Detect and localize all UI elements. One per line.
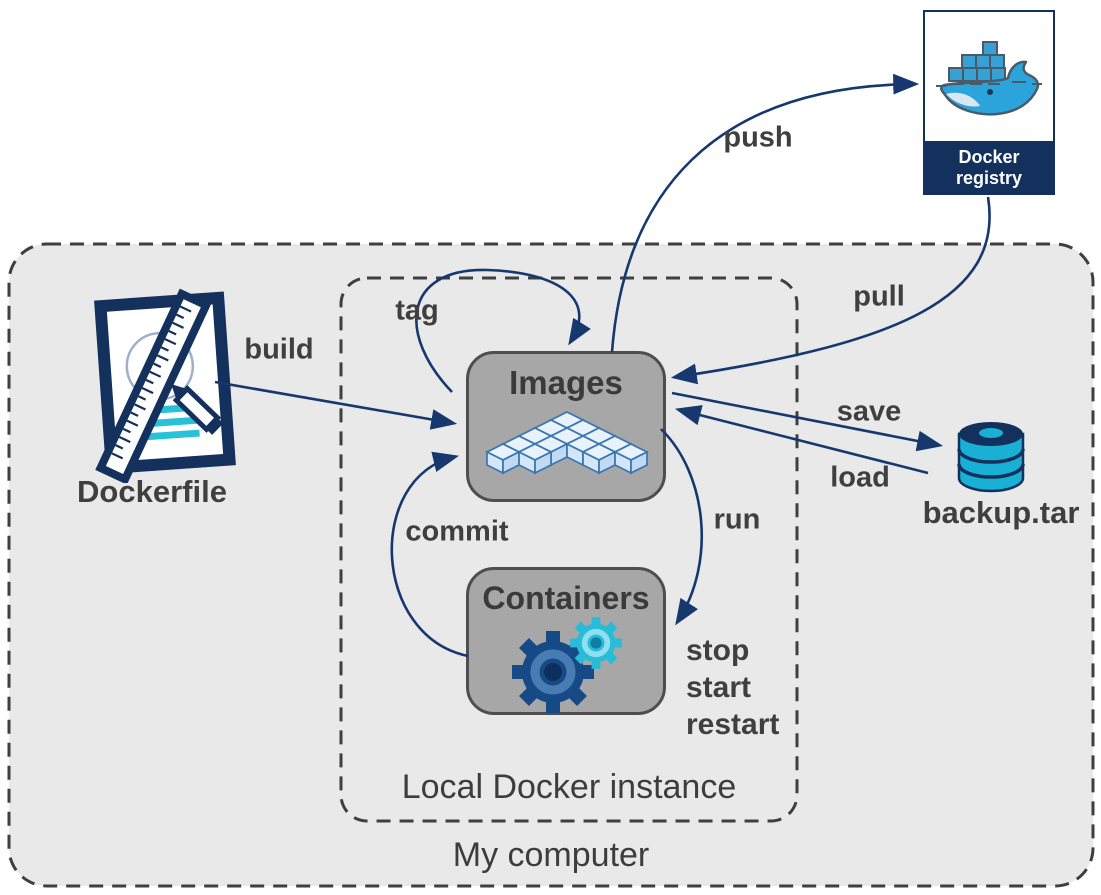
backup-database-icon <box>957 422 1025 493</box>
containers-node-title: Containers <box>482 580 650 616</box>
cyan-gear-icon <box>570 617 622 669</box>
pull-arrow-label: pull <box>853 280 905 313</box>
run-arrow-label: run <box>713 503 761 536</box>
push-arrow-label: push <box>723 121 793 154</box>
dockerfile-label: Dockerfile <box>77 474 227 509</box>
images-node-title: Images <box>509 364 623 401</box>
start-label: start <box>686 671 752 704</box>
stop-label: stop <box>686 634 750 667</box>
pen-icon <box>171 384 224 435</box>
navy-gear-icon <box>512 631 594 713</box>
build-arrow-label: build <box>244 333 314 366</box>
images-cubes-icon <box>486 411 648 474</box>
docker-registry-node: Docker registry <box>923 10 1055 195</box>
images-node: Images <box>466 351 666 502</box>
tag-arrow-label: tag <box>395 294 439 327</box>
containers-gears-icon <box>512 617 622 713</box>
backup-tar-label: backup.tar <box>922 495 1080 530</box>
local-docker-instance-region <box>339 276 799 823</box>
load-arrow-label: load <box>830 461 890 494</box>
containers-node: Containers <box>466 567 666 715</box>
commit-arrow-label: commit <box>405 515 509 548</box>
ruler-icon <box>95 288 212 483</box>
lifecycle-labels: stop start restart <box>686 632 779 743</box>
restart-label: restart <box>686 708 780 741</box>
docker-registry-label: Docker registry <box>925 141 1053 193</box>
local-docker-instance-label: Local Docker instance <box>401 768 737 806</box>
docker-whale-icon <box>936 41 1042 116</box>
save-arrow-label: save <box>836 395 902 428</box>
dockerfile-icon <box>94 288 236 483</box>
my-computer-label: My computer <box>452 836 650 874</box>
